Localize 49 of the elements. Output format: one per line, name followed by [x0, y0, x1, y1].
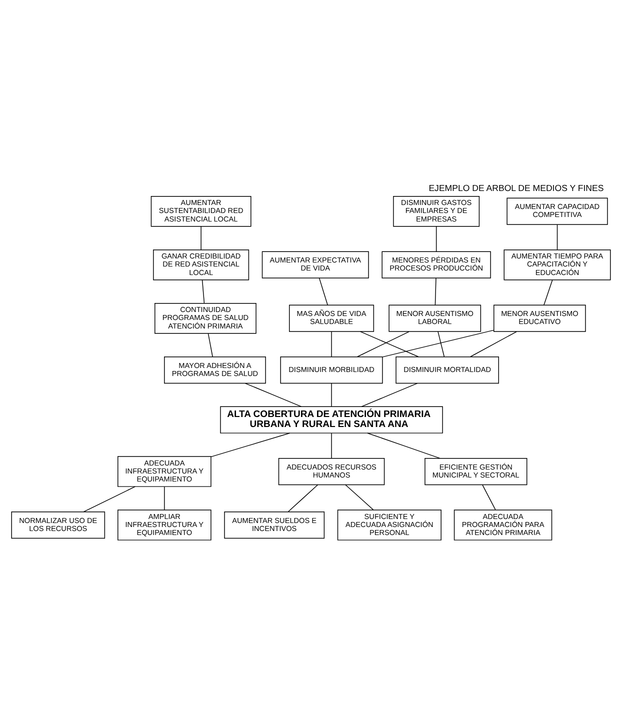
node-box: DISMINUIR MORTALIDAD — [396, 356, 499, 384]
connector — [244, 382, 302, 407]
node-box: MENOR AUSENTISMO LABORAL — [388, 304, 482, 332]
node-box: MENOR AUSENTISMO EDUCATIVO — [494, 304, 586, 332]
diagram-title: EJEMPLO DE ARBOL DE MEDIOS Y FINES — [428, 182, 604, 193]
connector — [556, 224, 558, 250]
connector — [361, 382, 418, 407]
connector — [360, 331, 419, 358]
connector — [470, 331, 517, 358]
node-box: MENORES PÉRDIDAS EN PROCESOS PRODUCCIÓN — [382, 251, 491, 278]
connector — [382, 330, 494, 358]
connector — [202, 280, 205, 304]
connector — [83, 486, 136, 512]
node-box: AUMENTAR TIEMPO PARA CAPACITACIÓN Y EDUCACIÓN — [504, 249, 611, 280]
node-box: MAS AÑOS DE VIDA SALUDABLE — [289, 304, 374, 332]
connector — [544, 280, 553, 306]
connector — [436, 226, 437, 252]
node-box: ADECUADOS RECURSOS HUMANOS — [278, 458, 385, 486]
node-box: SUFICIENTE Y ADECUADA ASIGNACIÓN PERSONAL — [337, 510, 442, 540]
node-box: AUMENTAR SUSTENTABILIDAD RED ASISTENCIAL LOCAL — [150, 196, 252, 227]
node-box: AMPLIAR INFRAESTRUCTURA Y EQUIPAMIENTO — [118, 510, 212, 540]
node-box: MAYOR ADHESIÓN A PROGRAMAS DE SALUD — [164, 356, 266, 384]
connector — [164, 486, 165, 510]
connector — [331, 432, 332, 458]
connector — [200, 226, 202, 250]
node-box: ADECUADA PROGRAMACIÓN PARA ATENCIÓN PRIMARIA — [454, 510, 552, 540]
node-box: GANAR CREDIBILIDAD DE RED ASISTENCIAL LOCAL — [153, 249, 250, 280]
node-box: AUMENTAR EXPECTATIVA DE VIDA — [262, 251, 369, 278]
node-box: ALTA COBERTURA DE ATENCIÓN PRIMARIA URBANA Y RURAL EN SANTA ANA — [220, 406, 443, 434]
connector — [331, 383, 332, 407]
connector — [331, 331, 332, 357]
connector — [367, 432, 440, 459]
node-box: DISMINUIR GASTOS FAMILIARES Y DE EMPRESAS — [393, 196, 480, 227]
node-box: EFICIENTE GESTIÓN MUNICIPAL Y SECTORAL — [424, 458, 528, 486]
node-box: NORMALIZAR USO DE LOS RECURSOS — [11, 511, 106, 539]
node-box: CONTINUIDAD PROGRAMAS DE SALUD ATENCIÓN PRIMARIA — [154, 302, 256, 334]
connector — [482, 484, 496, 510]
connector — [208, 333, 213, 357]
connector — [438, 331, 445, 357]
node-box: DISMINUIR MORBILIDAD — [280, 356, 383, 384]
connector — [318, 278, 328, 306]
connector — [210, 432, 290, 458]
node-box: AUMENTAR CAPACIDAD COMPETITIVA — [506, 198, 608, 225]
connector — [434, 278, 436, 306]
connector — [345, 484, 374, 510]
node-box: AUMENTAR SUELDOS E INCENTIVOS — [224, 511, 325, 539]
connector — [356, 331, 410, 358]
node-box: ADECUADA INFRAESTRUCTURA Y EQUIPAMIENTO — [118, 456, 212, 487]
connector — [288, 484, 318, 512]
